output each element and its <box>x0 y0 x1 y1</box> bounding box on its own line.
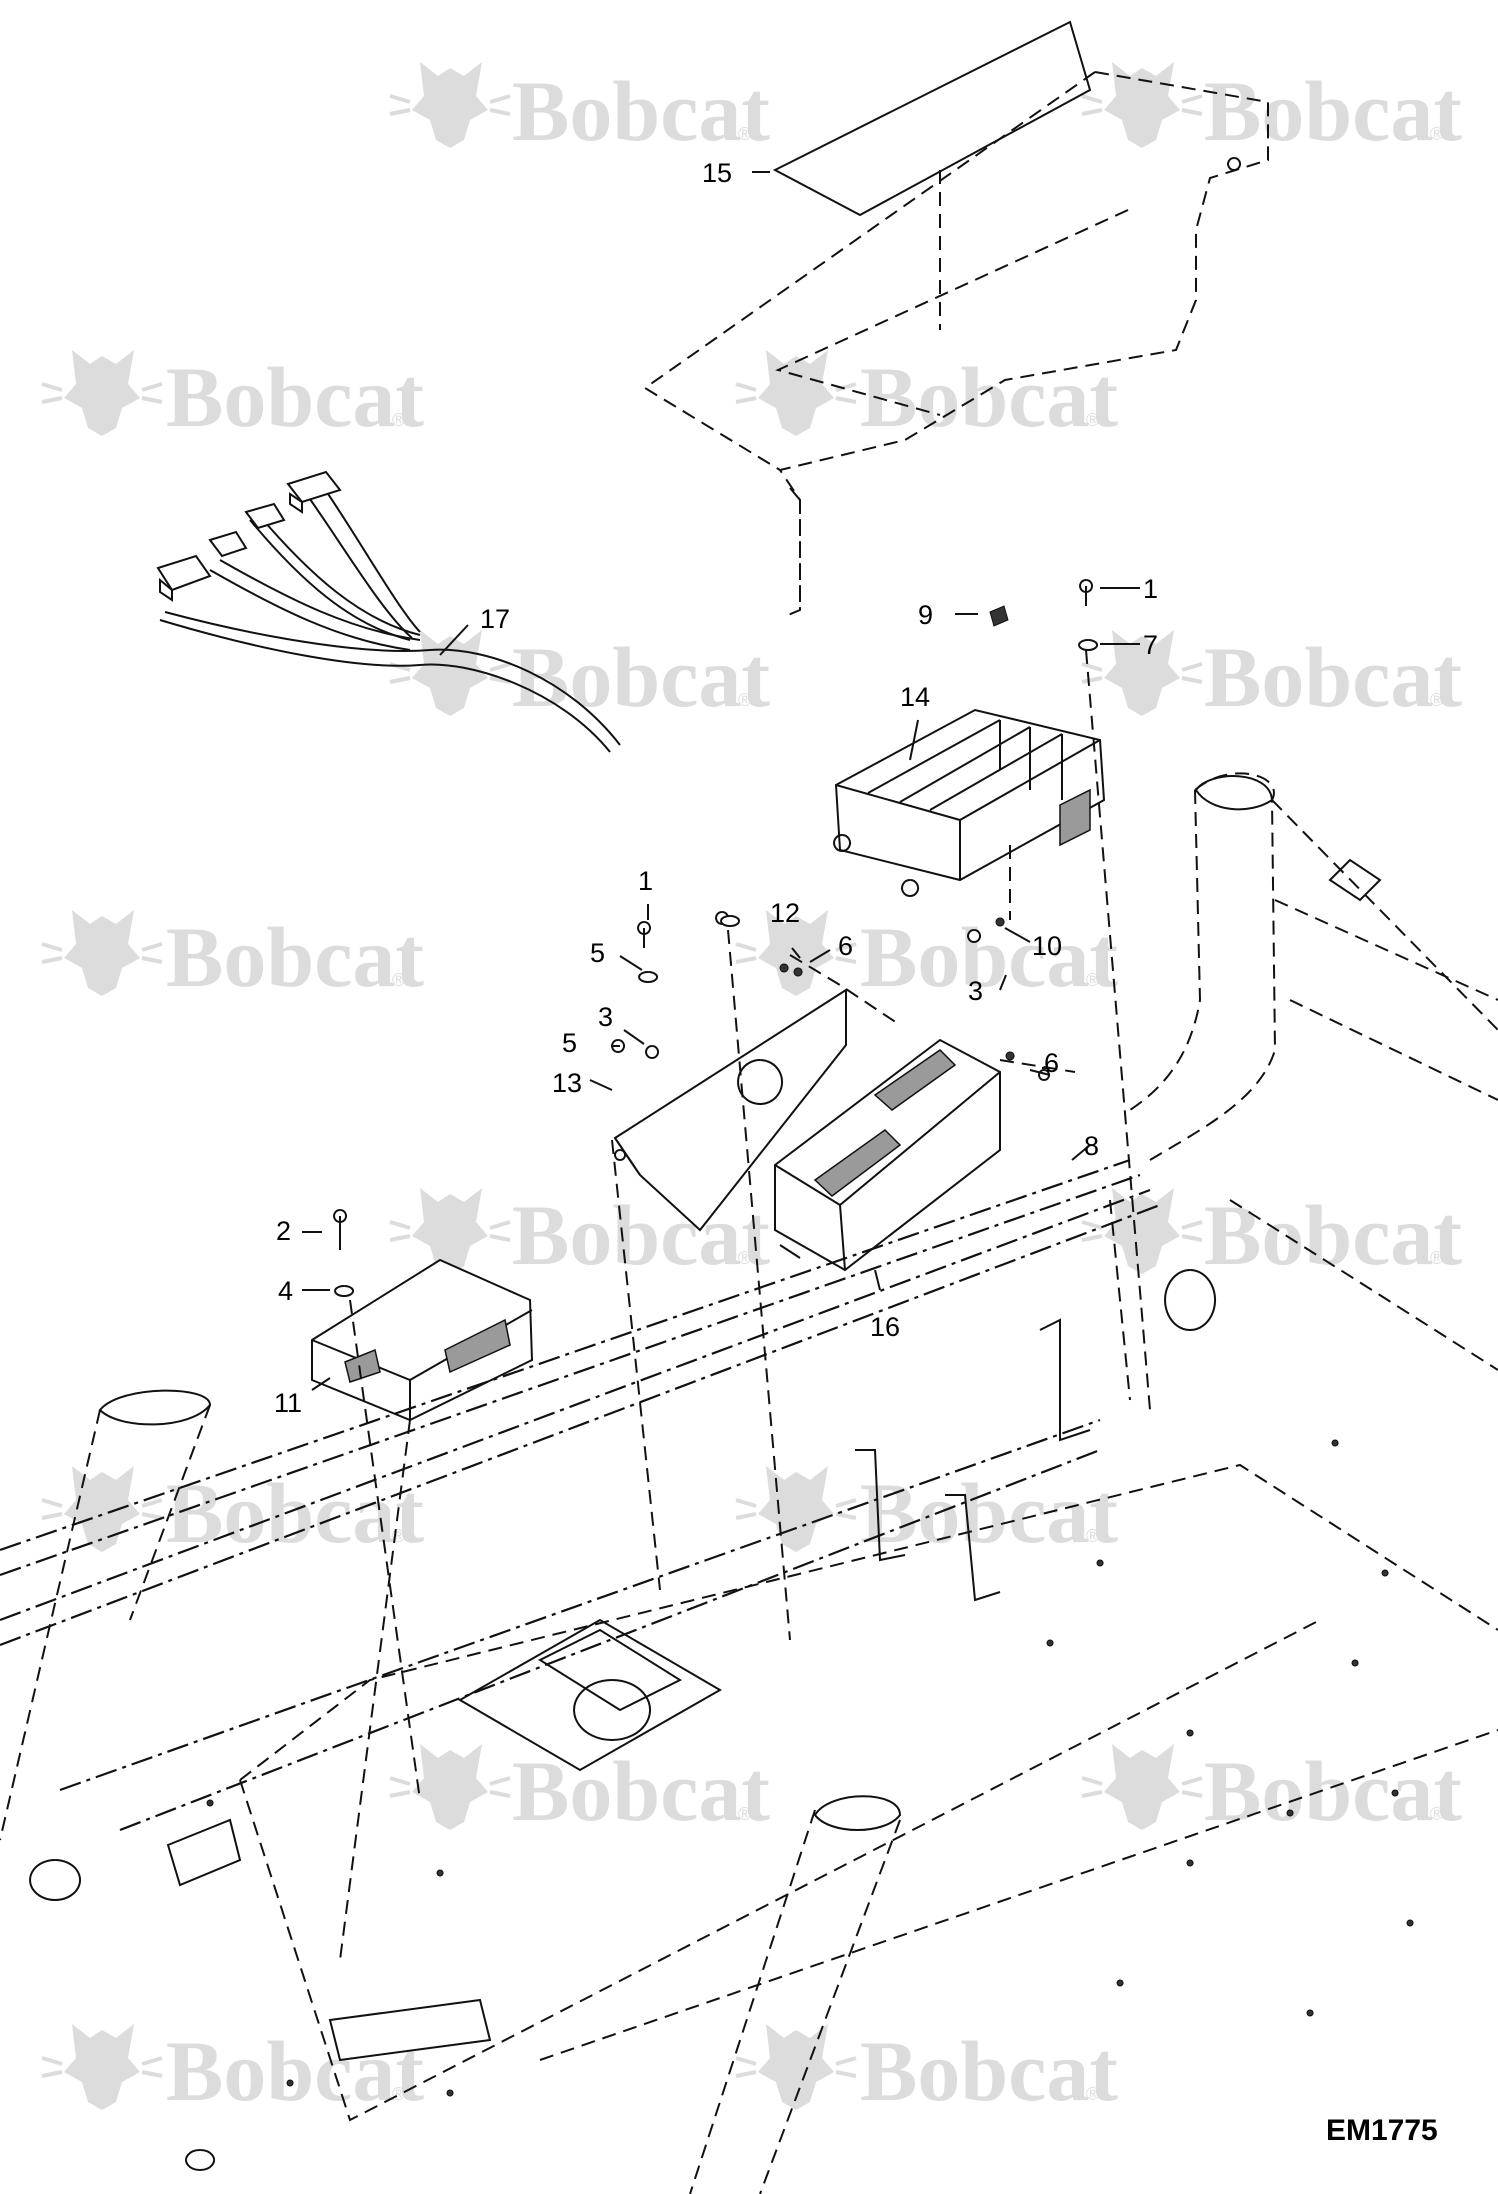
callout-5-lower: 5 <box>562 1028 577 1058</box>
callout-labels: 1 7 9 14 15 17 1 5 12 6 10 3 3 5 13 6 8 … <box>274 158 1158 1418</box>
connector-d <box>286 470 342 514</box>
connector-c <box>244 502 286 530</box>
watermark-14: Bobcat ® <box>1080 1742 1462 1839</box>
svg-text:®: ® <box>738 1804 751 1824</box>
connector-b <box>208 530 248 558</box>
svg-text:®: ® <box>1086 410 1099 430</box>
watermark-4: Bobcat ® <box>734 348 1118 445</box>
hardware <box>333 579 1099 1297</box>
connector-a <box>156 554 212 602</box>
svg-text:Bobcat: Bobcat <box>512 629 770 725</box>
callout-6-upper: 6 <box>838 931 853 961</box>
svg-text:Bobcat: Bobcat <box>166 1465 424 1561</box>
electronic-controller <box>774 1038 1001 1272</box>
svg-text:®: ® <box>1430 1248 1443 1268</box>
callout-17: 17 <box>480 604 510 634</box>
callout-3-left: 3 <box>598 1002 613 1032</box>
callout-10: 10 <box>1032 931 1062 961</box>
svg-text:®: ® <box>1086 1526 1099 1546</box>
watermark-5: Bobcat ® <box>388 628 770 725</box>
svg-text:®: ® <box>392 2084 405 2104</box>
figure-id: EM1775 <box>1326 2114 1438 2147</box>
callout-16: 16 <box>870 1312 900 1342</box>
wire-harness <box>156 470 621 753</box>
callout-9: 9 <box>918 600 933 630</box>
watermark-2: Bobcat ® <box>1080 60 1462 159</box>
callout-8: 8 <box>1084 1131 1099 1161</box>
callout-2: 2 <box>276 1216 291 1246</box>
svg-text:Bobcat: Bobcat <box>1204 629 1462 725</box>
watermark-1: Bobcat ® <box>388 60 770 159</box>
callout-13: 13 <box>552 1068 582 1098</box>
svg-text:Bobcat: Bobcat <box>512 63 770 159</box>
watermark-10: Bobcat ® <box>1080 1186 1462 1283</box>
svg-text:Bobcat: Bobcat <box>166 2023 424 2119</box>
svg-text:Bobcat: Bobcat <box>860 909 1118 1005</box>
watermark-3: Bobcat ® <box>40 348 424 445</box>
callout-1-top: 1 <box>1143 574 1158 604</box>
svg-text:®: ® <box>738 1248 751 1268</box>
callout-3-right: 3 <box>968 976 983 1006</box>
svg-text:Bobcat: Bobcat <box>1204 1743 1462 1839</box>
svg-text:Bobcat: Bobcat <box>512 1187 770 1283</box>
svg-text:Bobcat: Bobcat <box>1204 63 1462 159</box>
svg-text:Bobcat: Bobcat <box>860 1465 1118 1561</box>
svg-text:Bobcat: Bobcat <box>166 349 424 445</box>
watermark-13: Bobcat ® <box>388 1742 770 1839</box>
svg-text:®: ® <box>738 690 751 710</box>
watermark-11: Bobcat ® <box>40 1464 424 1561</box>
callout-12: 12 <box>770 898 800 928</box>
watermark-15: Bobcat ® <box>40 2022 424 2119</box>
callout-11: 11 <box>274 1388 302 1418</box>
callout-4: 4 <box>278 1276 293 1306</box>
callout-6-lower: 6 <box>1044 1048 1059 1078</box>
svg-text:®: ® <box>392 970 405 990</box>
svg-text:®: ® <box>1086 2084 1099 2104</box>
svg-text:®: ® <box>738 124 751 144</box>
callout-7: 7 <box>1143 630 1158 660</box>
watermark-8: Bobcat ® <box>734 908 1118 1005</box>
svg-text:Bobcat: Bobcat <box>860 2023 1118 2119</box>
callout-15: 15 <box>702 158 732 188</box>
svg-text:Bobcat: Bobcat <box>860 349 1118 445</box>
leader-lines <box>302 171 1140 1391</box>
fuse-relay-box <box>833 708 1106 897</box>
watermark-layer: Bobcat ® Bobcat ® Bobcat ® Bobcat ® Bobc… <box>40 60 1462 2119</box>
frame-structure <box>0 772 1498 2194</box>
watermark-16: Bobcat ® <box>734 2022 1118 2119</box>
module-11 <box>311 1258 534 1422</box>
cover-panel <box>643 71 1269 616</box>
svg-text:®: ® <box>1430 690 1443 710</box>
watermark-12: Bobcat ® <box>734 1464 1118 1561</box>
svg-text:®: ® <box>1430 1804 1443 1824</box>
svg-text:®: ® <box>1430 124 1443 144</box>
mounting-bracket <box>613 988 847 1232</box>
watermark-7: Bobcat ® <box>40 908 424 1005</box>
svg-text:Bobcat: Bobcat <box>1204 1187 1462 1283</box>
decal-sheet <box>772 20 1092 217</box>
watermark-9: Bobcat ® <box>388 1186 770 1283</box>
svg-text:®: ® <box>1086 970 1099 990</box>
svg-text:Bobcat: Bobcat <box>166 909 424 1005</box>
callout-14: 14 <box>900 682 930 712</box>
assembly-lines <box>339 649 1151 1961</box>
watermark-6: Bobcat ® <box>1080 628 1462 725</box>
callout-5-upper: 5 <box>590 938 605 968</box>
svg-text:®: ® <box>392 410 405 430</box>
callout-1-mid: 1 <box>638 866 653 896</box>
svg-text:Bobcat: Bobcat <box>512 1743 770 1839</box>
